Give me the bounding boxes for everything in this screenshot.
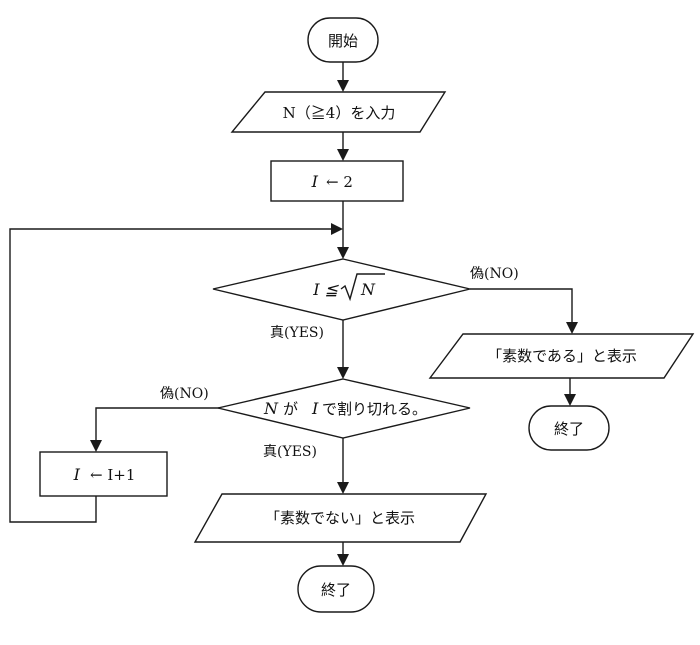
connector-cond1-false <box>470 288 573 325</box>
increment-rhs: ← I+1 <box>90 466 135 484</box>
init-op: ← 2 <box>326 173 353 191</box>
sqrt-symbol <box>340 273 385 302</box>
arrowhead <box>337 80 349 92</box>
arrowhead <box>337 367 349 379</box>
prime-output-label: 「素数である」と表示 <box>487 347 637 365</box>
cond2-false-label: 偽(NO) <box>160 386 209 402</box>
prime-output-node: 「素数である」と表示 <box>428 333 695 379</box>
arrowhead <box>337 149 349 161</box>
not-prime-output-node: 「素数でない」と表示 <box>193 493 488 543</box>
increment-lhs: I <box>73 465 81 484</box>
input-label: N（≧4）を入力 <box>283 104 396 122</box>
arrowhead <box>566 322 578 334</box>
cond2-rest: で割り切れる。 <box>322 400 427 418</box>
cond1-lhs: I ≦ <box>312 280 339 299</box>
not-prime-output-label: 「素数でない」と表示 <box>265 509 415 527</box>
end-terminal-bottom: 終了 <box>297 565 375 613</box>
arrowhead <box>564 394 576 406</box>
arrowhead <box>337 554 349 566</box>
cond2-ga: が <box>283 400 298 418</box>
cond2-i: I <box>311 399 319 418</box>
cond1-false-label: 偽(NO) <box>470 266 519 282</box>
arrowhead <box>337 247 349 259</box>
cond1-true-label: 真(YES) <box>270 325 324 341</box>
end-terminal-right: 終了 <box>528 405 610 451</box>
connector-loop-back <box>9 228 335 523</box>
connectors <box>9 62 578 566</box>
arrowhead <box>337 482 349 494</box>
start-label: 開始 <box>328 32 358 50</box>
end-right-label: 終了 <box>554 420 584 438</box>
connector-cond2-false <box>95 407 224 442</box>
arrowhead <box>90 440 102 452</box>
init-var: I <box>311 172 319 191</box>
input-node: N（≧4）を入力 <box>230 91 447 133</box>
condition-decision-2: N が I で割り切れる。 偽(NO) 真(YES) <box>160 378 471 460</box>
cond2-true-label: 真(YES) <box>263 444 317 460</box>
condition-decision-1: I ≦ N 真(YES) 偽(NO) <box>212 258 519 341</box>
end-bottom-label: 終了 <box>321 581 351 599</box>
cond1-radicand: N <box>360 280 376 299</box>
increment-process: I ← I+1 <box>39 451 168 497</box>
start-terminal: 開始 <box>307 17 379 63</box>
init-process: I ← 2 <box>270 160 404 202</box>
arrowhead <box>331 223 343 235</box>
cond2-n: N <box>263 399 279 418</box>
